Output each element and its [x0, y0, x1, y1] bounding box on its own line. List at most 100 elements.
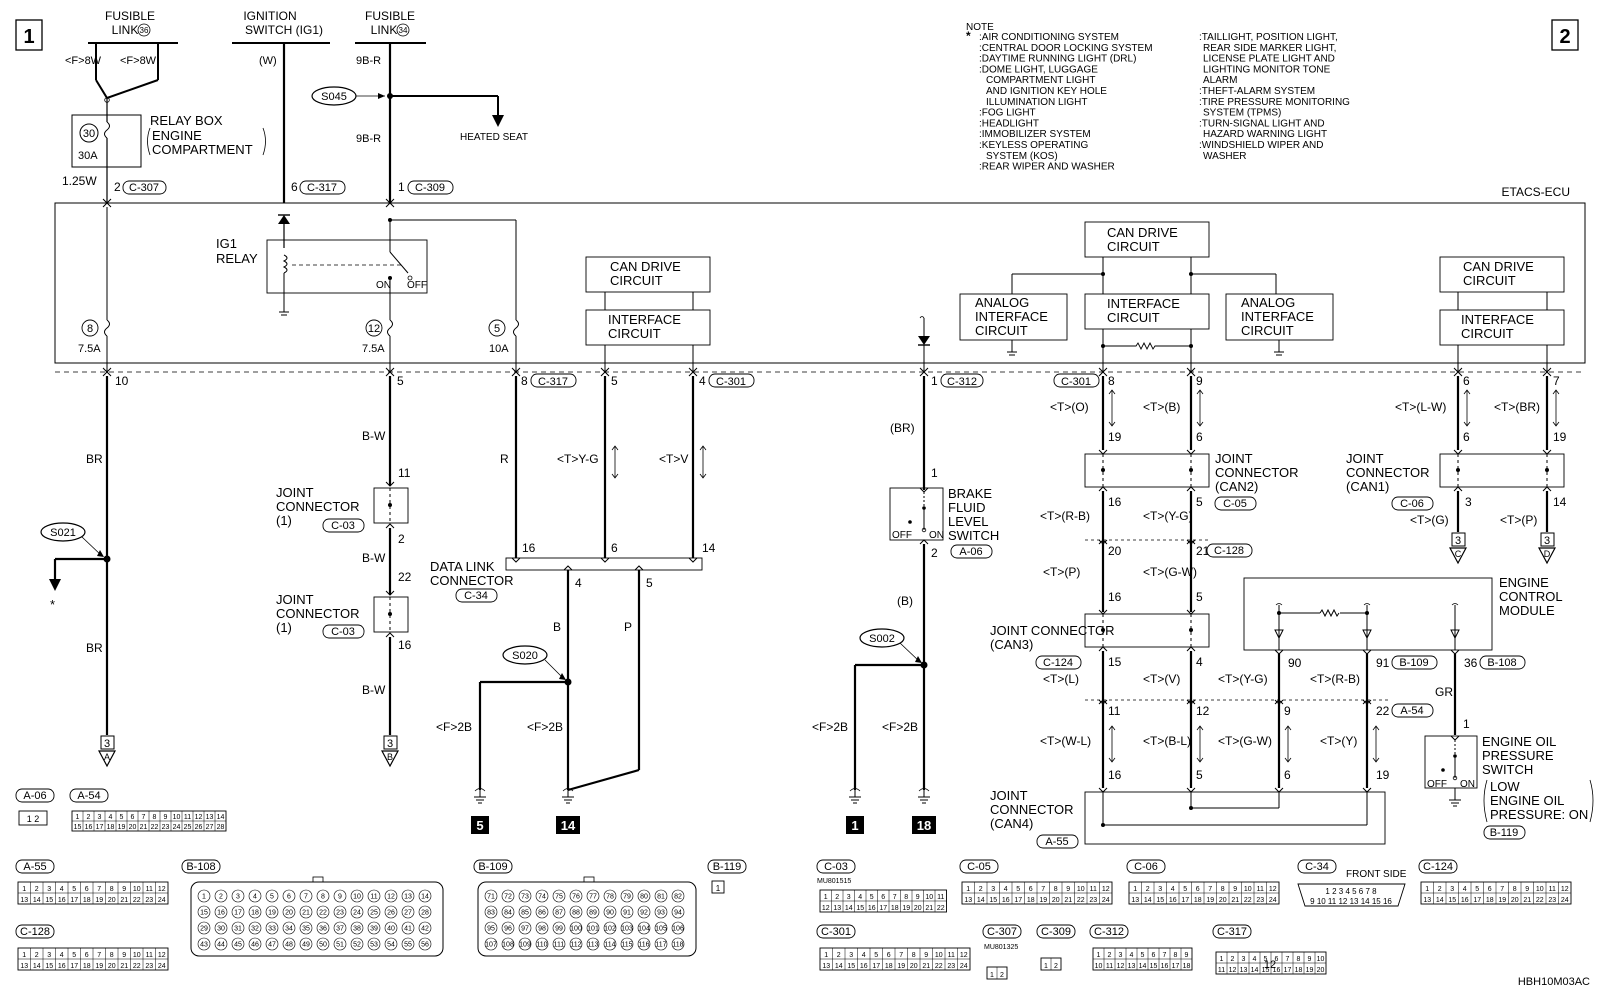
svg-text:ENGINE OIL: ENGINE OIL — [1482, 734, 1556, 749]
svg-text:15: 15 — [989, 897, 997, 904]
svg-text:B-119: B-119 — [1490, 827, 1519, 839]
svg-text:12: 12 — [158, 886, 166, 893]
svg-text:16: 16 — [398, 638, 412, 652]
svg-text:33: 33 — [268, 926, 276, 933]
svg-text:OFF: OFF — [1427, 779, 1447, 790]
svg-text:B: B — [553, 620, 561, 634]
svg-text:JOINT: JOINT — [276, 485, 314, 500]
note-line-right: ALARM — [1203, 75, 1237, 86]
svg-text:10A: 10A — [489, 343, 509, 355]
svg-text:107: 107 — [485, 942, 497, 949]
svg-text:CIRCUIT: CIRCUIT — [610, 273, 663, 288]
svg-text:1: 1 — [202, 894, 206, 901]
svg-text:47: 47 — [268, 942, 276, 949]
svg-text:7: 7 — [142, 814, 146, 821]
svg-text:(1): (1) — [276, 620, 292, 635]
svg-text:<T>(R-B): <T>(R-B) — [1040, 509, 1090, 523]
svg-text:46: 46 — [251, 942, 259, 949]
svg-text:CONNECTOR: CONNECTOR — [276, 499, 360, 514]
svg-text:10: 10 — [133, 952, 141, 959]
svg-text:CONNECTOR: CONNECTOR — [1346, 465, 1430, 480]
svg-text:13: 13 — [206, 814, 214, 821]
svg-text:16: 16 — [1169, 897, 1177, 904]
svg-text:15: 15 — [1448, 897, 1456, 904]
svg-text:8: 8 — [1108, 374, 1115, 388]
svg-text:100: 100 — [570, 926, 582, 933]
svg-text:24: 24 — [1561, 897, 1569, 904]
note-line-left: COMPARTMENT LIGHT — [986, 75, 1095, 86]
svg-text:14: 14 — [1139, 963, 1147, 970]
svg-text:24: 24 — [960, 963, 968, 970]
svg-text:84: 84 — [504, 910, 512, 917]
svg-text:18: 18 — [107, 824, 115, 831]
svg-text:INTERFACE: INTERFACE — [1107, 296, 1180, 311]
svg-text:11: 11 — [146, 886, 153, 893]
svg-text:14: 14 — [217, 814, 225, 821]
svg-text:18: 18 — [251, 910, 259, 917]
svg-text:3: 3 — [236, 894, 240, 901]
svg-text:11: 11 — [370, 894, 377, 901]
svg-text:40: 40 — [387, 926, 395, 933]
svg-text:RELAY: RELAY — [216, 251, 258, 266]
svg-text:16: 16 — [1108, 590, 1122, 604]
svg-text:89: 89 — [589, 910, 597, 917]
svg-text:24: 24 — [353, 910, 361, 917]
svg-text:77: 77 — [589, 894, 597, 901]
svg-text:24: 24 — [158, 963, 166, 970]
svg-text:4: 4 — [109, 814, 113, 821]
svg-text:BR: BR — [86, 641, 103, 655]
svg-text:29: 29 — [200, 926, 208, 933]
svg-text:24: 24 — [158, 897, 166, 904]
svg-text:5: 5 — [870, 894, 874, 901]
svg-text:HEATED SEAT: HEATED SEAT — [460, 132, 528, 143]
svg-text:JOINT: JOINT — [1215, 451, 1253, 466]
svg-text:17: 17 — [96, 824, 104, 831]
svg-text:A-06: A-06 — [959, 546, 982, 558]
c317-pin12: 12 — [1264, 959, 1276, 971]
svg-text:35: 35 — [302, 926, 310, 933]
svg-text:2: 2 — [1146, 886, 1150, 893]
svg-text:73: 73 — [521, 894, 529, 901]
svg-text:12: 12 — [822, 905, 830, 912]
svg-text:102: 102 — [604, 926, 616, 933]
svg-text:6: 6 — [85, 886, 89, 893]
svg-text:4: 4 — [1196, 655, 1203, 669]
svg-text:11: 11 — [1106, 963, 1113, 970]
svg-text:5: 5 — [1016, 886, 1020, 893]
can-drive-circuit-right: CAN DRIVE CIRCUIT INTERFACE CIRCUIT — [1439, 256, 1565, 372]
svg-text:2: 2 — [35, 952, 39, 959]
svg-text:INTERFACE: INTERFACE — [1241, 309, 1314, 324]
svg-text:JOINT CONNECTOR: JOINT CONNECTOR — [990, 623, 1114, 638]
svg-text:6: 6 — [1029, 886, 1033, 893]
svg-text:(BR): (BR) — [890, 421, 915, 435]
svg-text:1: 1 — [966, 886, 970, 893]
svg-text:18: 18 — [1295, 967, 1303, 974]
svg-text:7: 7 — [1208, 886, 1212, 893]
svg-text:16: 16 — [1461, 897, 1469, 904]
svg-text:CIRCUIT: CIRCUIT — [1463, 273, 1516, 288]
svg-text:90: 90 — [606, 910, 614, 917]
connector-label: C-05 — [967, 861, 991, 873]
svg-text:10: 10 — [353, 894, 361, 901]
svg-text:7: 7 — [1500, 886, 1504, 893]
svg-text:ON: ON — [1460, 779, 1475, 790]
svg-text:7: 7 — [304, 894, 308, 901]
svg-text:13: 13 — [964, 897, 972, 904]
svg-text:4: 4 — [1463, 886, 1467, 893]
svg-text:18: 18 — [891, 905, 899, 912]
svg-text:S002: S002 — [869, 633, 895, 645]
connector-label-frame — [15, 859, 55, 874]
svg-text:109: 109 — [519, 942, 531, 949]
svg-text:14: 14 — [561, 818, 576, 833]
svg-text:(CAN4): (CAN4) — [990, 816, 1033, 831]
svg-text:15: 15 — [45, 897, 53, 904]
svg-text:<T>(Y): <T>(Y) — [1320, 734, 1357, 748]
svg-text:16: 16 — [1161, 963, 1169, 970]
connector-label: C-34 — [1305, 861, 1329, 873]
svg-text:83: 83 — [487, 910, 495, 917]
svg-text:17: 17 — [70, 897, 78, 904]
svg-text:<T>(L-W): <T>(L-W) — [1395, 400, 1446, 414]
